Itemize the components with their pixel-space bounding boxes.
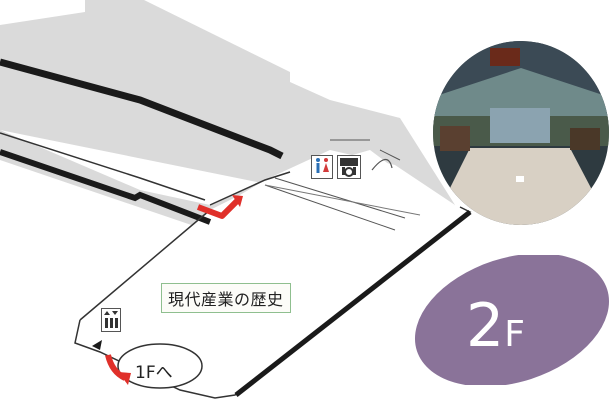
corridor-edge [0,132,206,201]
elevator-arrow [92,340,102,350]
area-label[interactable]: 現代産業の歴史 [161,283,291,313]
floor-suffix: F [504,314,525,355]
elevator-icon [101,308,121,332]
stair-curve [371,158,393,171]
floor-badge [414,255,610,385]
red-arrow-stairs-head [118,372,131,385]
accessible-restroom-icon [337,155,361,179]
main-hall-floor [75,150,460,398]
guide-lines [264,139,406,231]
exit-to-1f-label[interactable]: 1Fへ [135,363,173,383]
floor-number: 2 [466,291,505,361]
exhibition-hall-photo [433,41,609,225]
hall-inner-line [264,184,421,216]
restroom-icon [311,155,333,179]
red-arrow-corridor [196,197,241,219]
upper-wall [0,58,284,160]
red-arrow-corridor-head [232,195,243,207]
hall-right-wall [234,210,472,397]
floor-indicator: 2F [466,296,525,356]
lower-wall [0,149,212,225]
stair-circle [117,343,203,389]
